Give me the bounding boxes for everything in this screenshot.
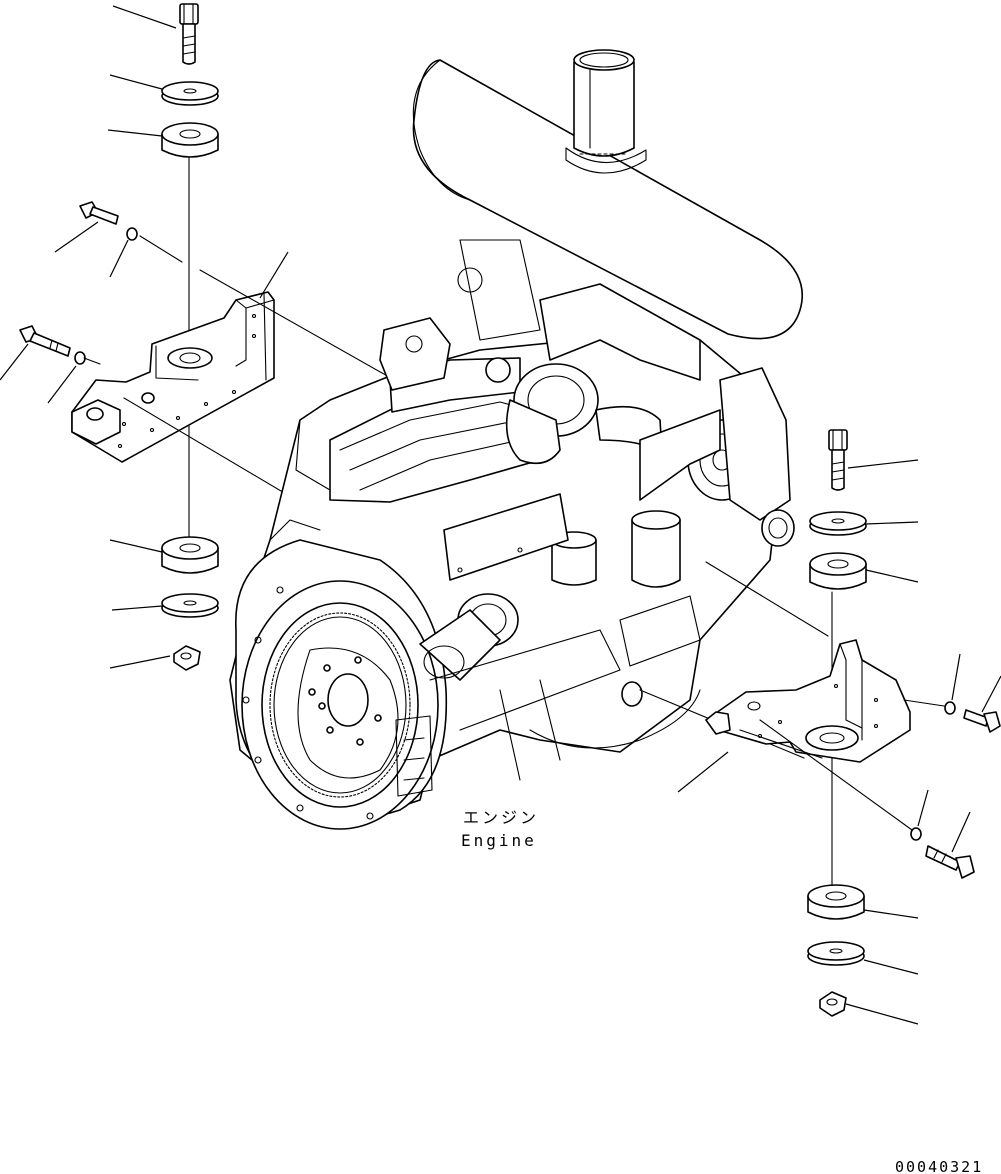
engine-label-japanese: エンジン: [463, 808, 539, 827]
right-bracket-washer-lower: [910, 827, 922, 841]
drawing-number: 00040321: [895, 1158, 983, 1174]
right-bottom-nut: [819, 991, 847, 1017]
left-bracket-bolt-lower: [19, 325, 71, 357]
right-bracket-bolt-lower: [925, 845, 975, 879]
left-mount-assembly: [0, 3, 399, 671]
starter-motor: [419, 593, 519, 681]
right-top-bolt: [828, 429, 848, 491]
right-bottom-washer: [807, 941, 865, 966]
leader-line: [112, 5, 177, 29]
left-bottom-cushion: [161, 536, 219, 574]
engine-label-english: Engine: [461, 831, 537, 850]
left-top-cushion: [161, 122, 219, 158]
right-bracket-washer-upper: [944, 701, 956, 715]
left-top-bolt: [179, 3, 199, 65]
right-bracket-bolt-upper: [963, 709, 1001, 733]
right-engine-bracket: [705, 639, 911, 763]
right-mount-assembly: [677, 429, 1001, 1025]
filters: [551, 409, 721, 588]
left-bracket-washer-upper: [126, 227, 138, 241]
turbocharger: [505, 283, 701, 465]
flywheel-housing: [235, 539, 448, 830]
left-engine-bracket: [71, 291, 275, 463]
right-top-washer: [809, 511, 867, 536]
left-top-washer: [161, 81, 219, 106]
right-bottom-cushion: [807, 884, 865, 920]
muffler: [412, 49, 804, 340]
right-top-cushion: [809, 552, 867, 590]
left-bottom-nut: [173, 645, 201, 671]
engine: [229, 49, 829, 830]
left-bracket-bolt-upper: [79, 201, 119, 225]
left-bottom-washer: [161, 593, 219, 618]
